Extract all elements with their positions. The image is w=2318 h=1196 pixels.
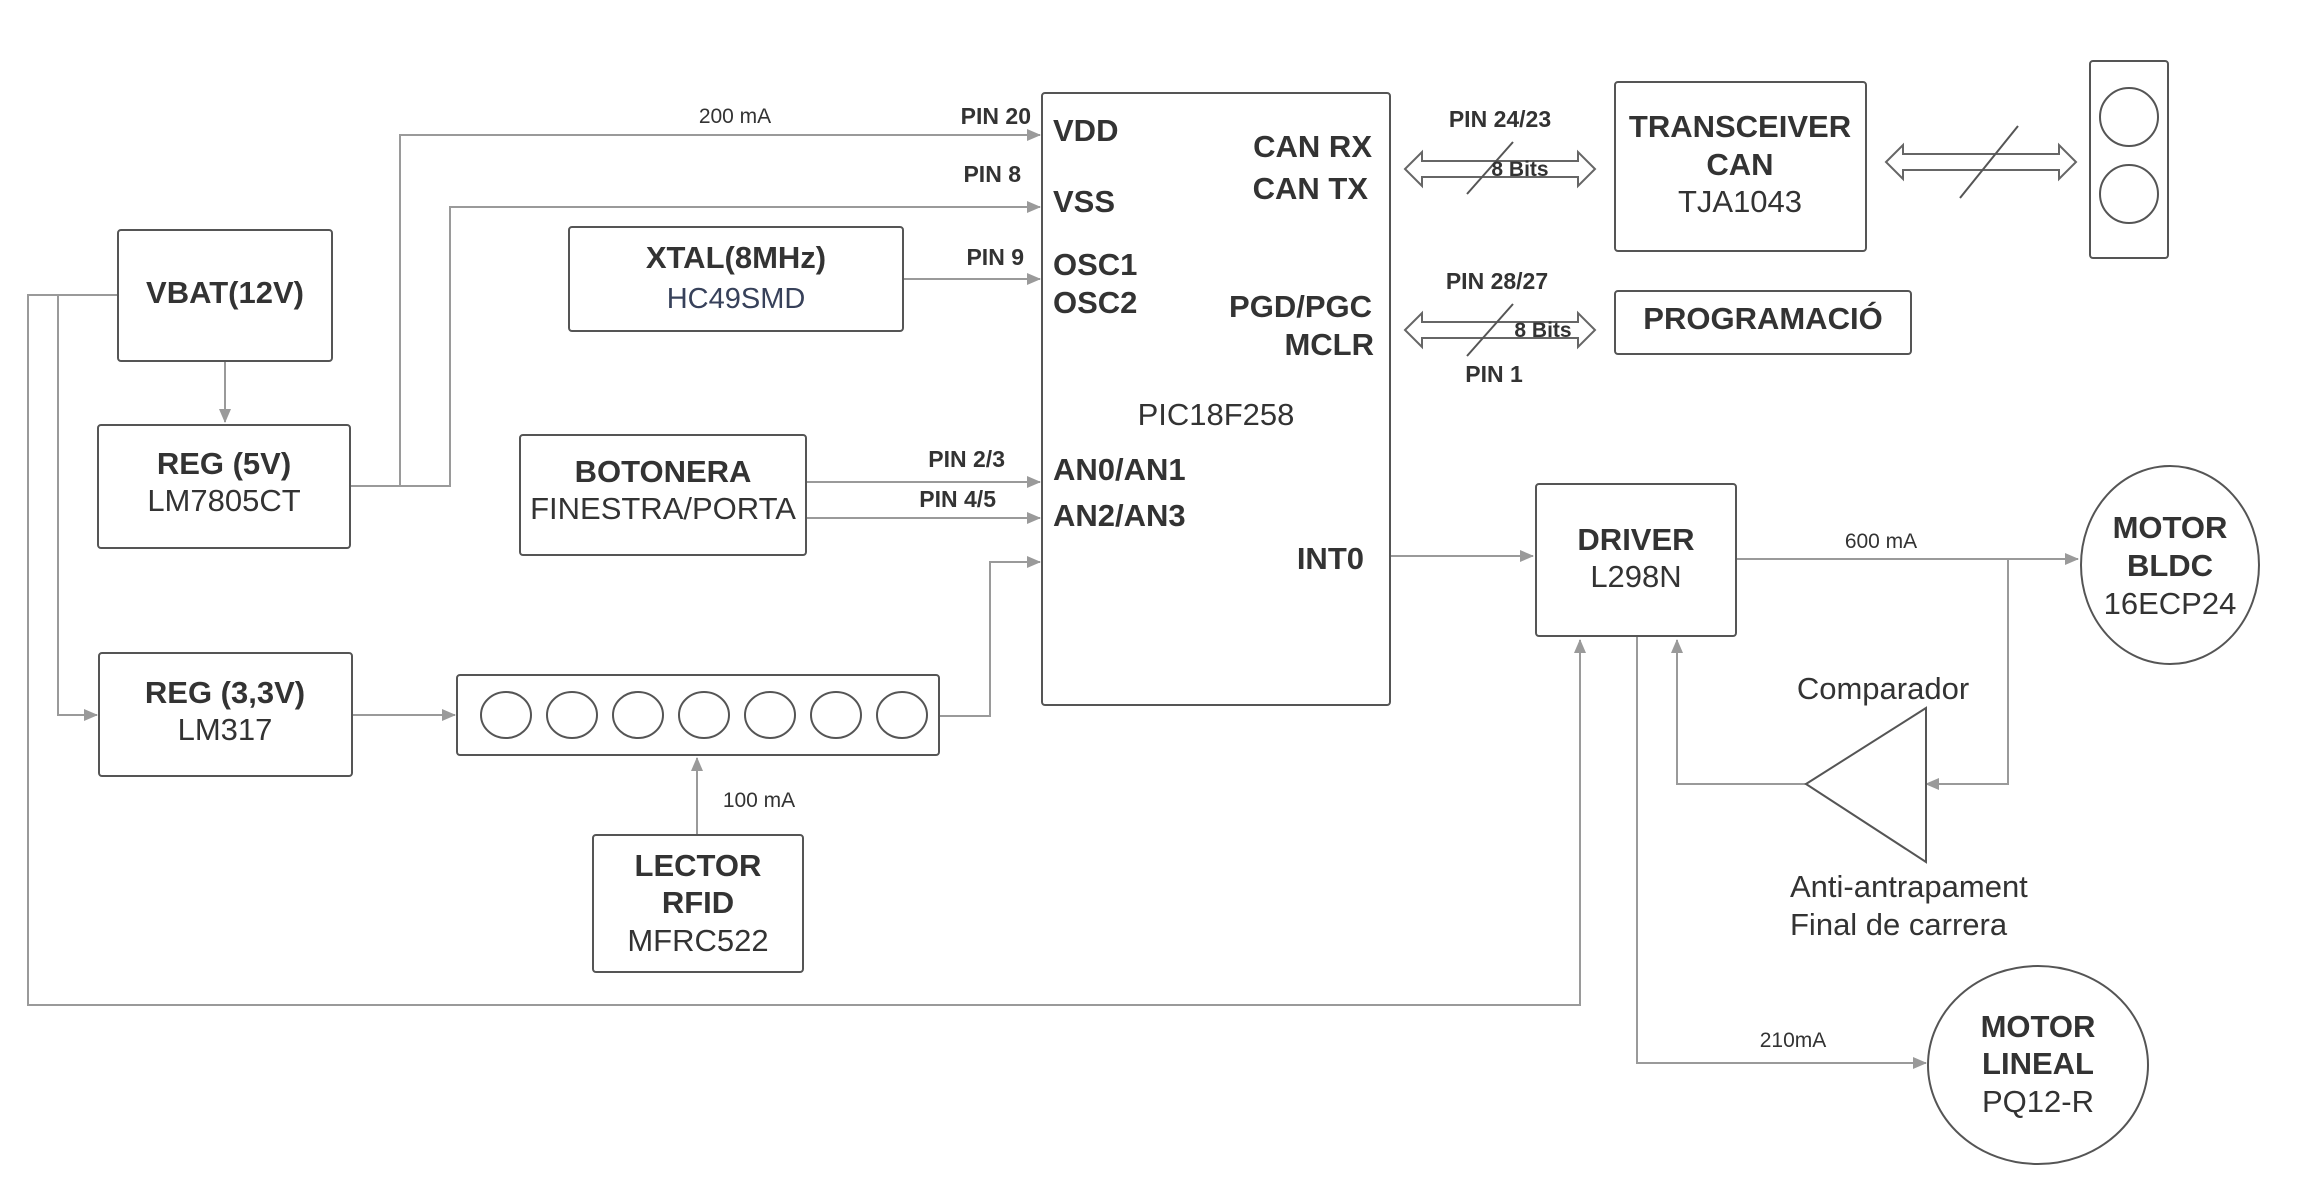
rfid-title-line1: LECTOR — [635, 848, 762, 883]
motor-bldc-title-line1: MOTOR — [2113, 510, 2228, 545]
rfid-part: MFRC522 — [627, 923, 768, 958]
label-100ma: 100 mA — [723, 789, 795, 812]
comparador-note-line2: Final de carrera — [1790, 907, 2008, 942]
wires — [27, 129, 2079, 1069]
connector-pad — [810, 691, 862, 739]
xtal-block: XTAL(8MHz) HC49SMD — [568, 226, 904, 332]
botonera-block: BOTONERA FINESTRA/PORTA — [519, 434, 807, 556]
vbat-block: VBAT(12V) — [117, 229, 333, 362]
wire-connector-mcu — [939, 556, 1041, 717]
reg5-part: LM7805CT — [147, 483, 300, 518]
reg33-part: LM317 — [178, 712, 273, 747]
wire-reg5-vdd — [350, 129, 1041, 487]
label-bits-prog: 8 Bits — [1514, 319, 1571, 342]
driver-title: DRIVER — [1577, 522, 1694, 557]
transceiver-block: TRANSCEIVER CAN TJA1043 — [1614, 81, 1867, 252]
pin-osc1: OSC1 — [1053, 247, 1137, 282]
can-bus-mcu-transceiver — [1403, 141, 1597, 195]
motor-lineal-title-line2: LINEAL — [1982, 1046, 2094, 1081]
pin-can-rx: CAN RX — [1253, 129, 1372, 164]
wire-comparator-driver — [1671, 639, 1806, 785]
connector-pad — [546, 691, 598, 739]
rfid-connector — [456, 674, 940, 756]
reg5-title: REG (5V) — [157, 446, 291, 481]
label-200ma: 200 mA — [699, 105, 771, 128]
motor-lineal-block: MOTOR LINEAL PQ12-R — [1927, 965, 2149, 1165]
programacio-block: PROGRAMACIÓ — [1614, 290, 1912, 355]
label-bits-can: 8 Bits — [1491, 158, 1548, 181]
vbat-title: VBAT(12V) — [146, 275, 304, 310]
rfid-title-line2: RFID — [662, 885, 734, 920]
label-pin8: PIN 8 — [963, 161, 1021, 187]
wire-vbat-reg33 — [57, 295, 98, 721]
reg33-block: REG (3,3V) LM317 — [98, 652, 353, 777]
label-pin20: PIN 20 — [961, 103, 1031, 129]
connector-pad — [480, 691, 532, 739]
reg33-title: REG (3,3V) — [145, 675, 305, 710]
botonera-title: BOTONERA — [575, 454, 752, 489]
connector-pad — [612, 691, 664, 739]
label-pin1: PIN 1 — [1465, 361, 1523, 387]
label-210ma: 210mA — [1760, 1029, 1827, 1052]
motor-lineal-title-line1: MOTOR — [1981, 1009, 2096, 1044]
can-connector — [2089, 60, 2169, 259]
can-connector-pad — [2099, 164, 2159, 224]
wire-labels: 200 mA PIN 20 PIN 8 PIN 9 PIN 2/3 PIN 4/… — [699, 103, 1917, 1052]
pin-an01: AN0/AN1 — [1053, 452, 1186, 487]
reg5-block: REG (5V) LM7805CT — [97, 424, 351, 549]
programacio-title: PROGRAMACIÓ — [1643, 300, 1882, 336]
wire-reg5-vss — [400, 201, 1041, 487]
label-pin2827: PIN 28/27 — [1446, 268, 1548, 294]
pin-can-tx: CAN TX — [1253, 171, 1369, 206]
pin-vdd: VDD — [1053, 113, 1118, 148]
comparador-title: Comparador — [1797, 671, 1969, 706]
pin-an23: AN2/AN3 — [1053, 498, 1186, 533]
label-pin23: PIN 2/3 — [928, 446, 1005, 472]
motor-bldc-block: MOTOR BLDC 16ECP24 — [2080, 465, 2260, 665]
driver-block: DRIVER L298N — [1535, 483, 1737, 637]
transceiver-part: TJA1043 — [1678, 184, 1802, 219]
pin-vss: VSS — [1053, 184, 1115, 219]
xtal-title: XTAL(8MHz) — [646, 240, 826, 275]
driver-part: L298N — [1590, 559, 1681, 594]
xtal-part: HC49SMD — [667, 283, 806, 315]
label-pin2423: PIN 24/23 — [1449, 106, 1551, 132]
transceiver-title-line2: CAN — [1706, 147, 1773, 182]
connector-pad — [744, 691, 796, 739]
motor-bldc-part: 16ECP24 — [2104, 586, 2237, 621]
can-bus-transceiver-connector — [1884, 125, 2078, 199]
wire-feedback-comparator — [1925, 559, 2009, 790]
comparador-note-line1: Anti-antrapament — [1790, 869, 2028, 904]
transceiver-title-line1: TRANSCEIVER — [1629, 109, 1851, 144]
label-pin9: PIN 9 — [966, 244, 1024, 270]
pin-pgd-pgc: PGD/PGC — [1229, 289, 1372, 324]
label-pin45: PIN 4/5 — [919, 486, 996, 512]
comparator-triangle — [1804, 706, 1927, 864]
motor-lineal-part: PQ12-R — [1982, 1084, 2094, 1119]
pin-int0: INT0 — [1297, 541, 1364, 576]
comparador-block: Comparador Anti-antrapament Final de car… — [1790, 671, 2028, 942]
motor-bldc-title-line2: BLDC — [2127, 548, 2213, 583]
mcu-block: VDD VSS OSC1 OSC2 AN0/AN1 AN2/AN3 CAN RX… — [1041, 92, 1391, 706]
wire-driver-lineal — [1636, 636, 1927, 1069]
botonera-part: FINESTRA/PORTA — [530, 491, 796, 526]
connector-pad — [876, 691, 928, 739]
label-600ma: 600 mA — [1845, 530, 1917, 553]
rfid-block: LECTOR RFID MFRC522 — [592, 834, 804, 973]
connector-pad — [678, 691, 730, 739]
pin-osc2: OSC2 — [1053, 285, 1137, 320]
can-connector-pad — [2099, 87, 2159, 147]
mcu-part: PIC18F258 — [1138, 397, 1295, 432]
prog-bus — [1403, 303, 1597, 357]
pin-mclr: MCLR — [1284, 327, 1374, 362]
